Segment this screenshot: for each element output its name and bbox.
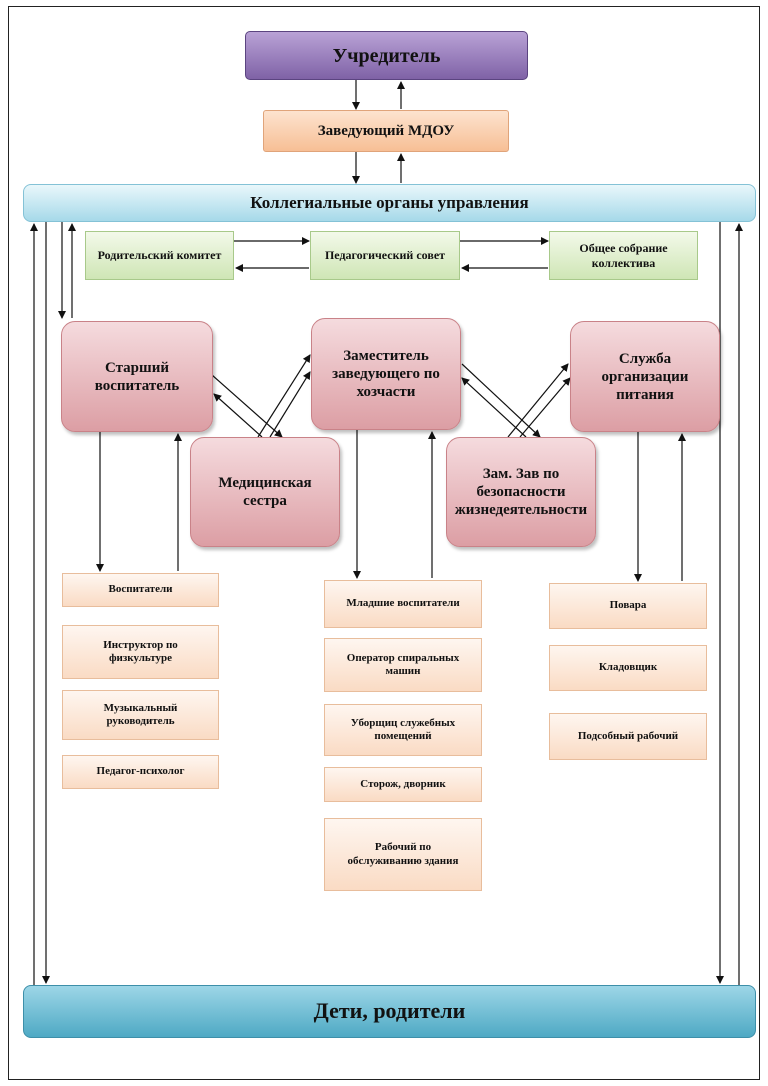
maintenance-worker-box: Рабочий по обслуживанию здания xyxy=(324,818,482,891)
parents-committee-box: Родительский комитет xyxy=(85,231,234,280)
machine-operator-box: Оператор спиральных машин xyxy=(324,638,482,692)
music-director-box: Музыкальный руководитель xyxy=(62,690,219,740)
head-box: Заведующий МДОУ xyxy=(263,110,509,152)
storekeeper-box: Кладовщик xyxy=(549,645,707,691)
arrow-deputy-to-safety xyxy=(461,363,541,438)
junior-educators-box: Младшие воспитатели xyxy=(324,580,482,628)
safety-deputy-box: Зам. Зав по безопасности жизнедеятельнос… xyxy=(446,437,596,547)
collegial-band: Коллегиальные органы управления xyxy=(23,184,756,222)
page-frame xyxy=(8,6,760,1080)
children-parents-band: Дети, родители xyxy=(23,985,756,1038)
pe-instructor-box: Инструктор по физкультуре xyxy=(62,625,219,679)
pedagogical-council-box: Педагогический совет xyxy=(310,231,460,280)
psychologist-box: Педагог-психолог xyxy=(62,755,219,789)
arrow-nurse-to-senior xyxy=(213,393,263,438)
general-assembly-box: Общее собрание коллектива xyxy=(549,231,698,280)
founder-box: Учредитель xyxy=(245,31,528,80)
catering-service-box: Служба организации питания xyxy=(570,321,720,432)
nurse-box: Медицинская сестра xyxy=(190,437,340,547)
watchman-box: Сторож, дворник xyxy=(324,767,482,802)
arrow-safety-to-deputy xyxy=(461,377,527,438)
arrow-nurse-to-deputy-a xyxy=(257,354,311,438)
educators-box: Воспитатели xyxy=(62,573,219,607)
arrow-safety-to-catering-a xyxy=(507,363,569,438)
deputy-household-box: Заместитель заведующего по хозчасти xyxy=(311,318,461,430)
cooks-box: Повара xyxy=(549,583,707,629)
arrow-safety-to-catering-b xyxy=(519,377,571,438)
cleaners-box: Уборщиц служебных помещений xyxy=(324,704,482,756)
arrow-nurse-to-deputy-b xyxy=(269,371,311,438)
auxiliary-worker-box: Подсобный рабочий xyxy=(549,713,707,760)
arrow-senior-to-nurse xyxy=(211,374,283,438)
senior-educator-box: Старший воспитатель xyxy=(61,321,213,432)
